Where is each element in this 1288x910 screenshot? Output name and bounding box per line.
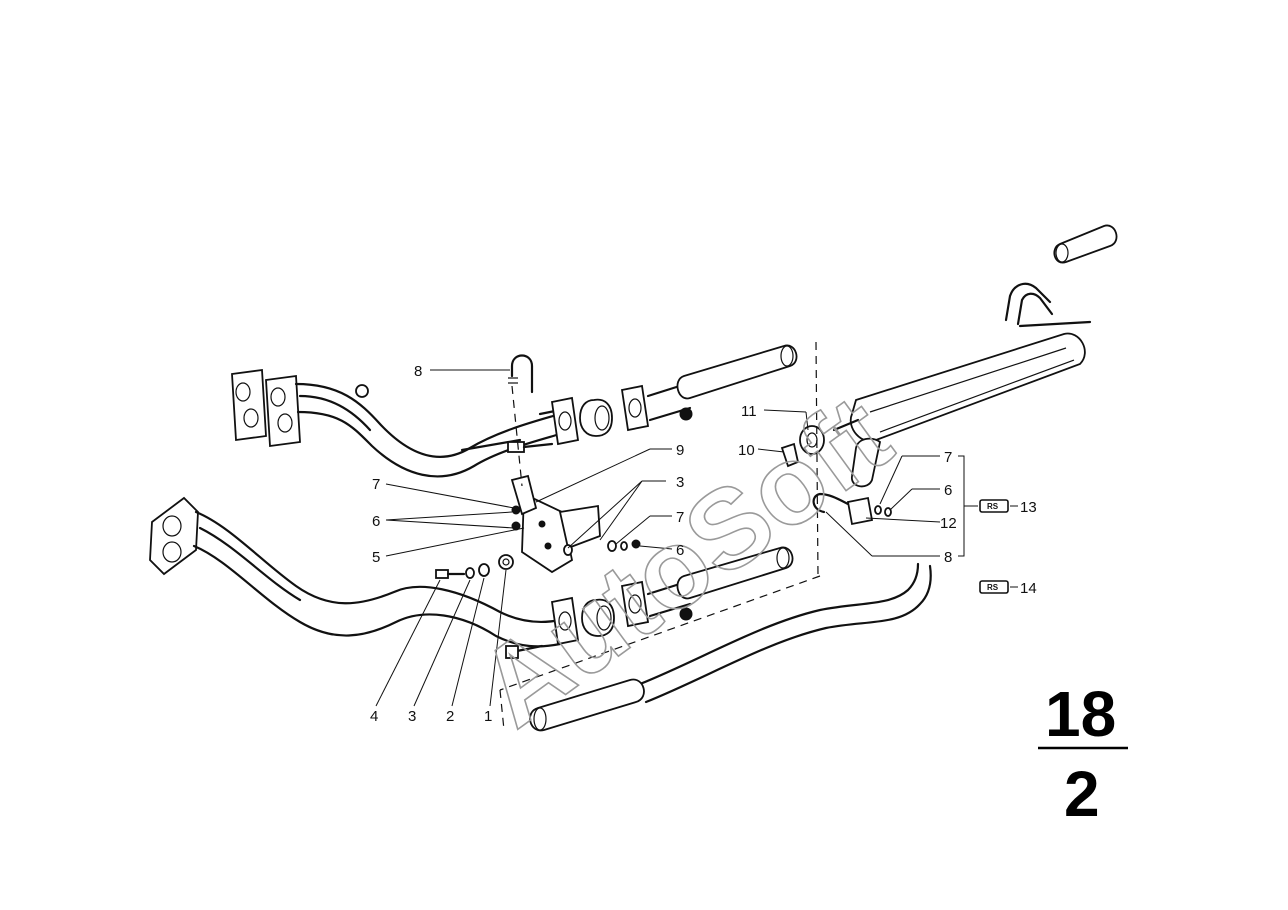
callout-4: 4 <box>370 708 378 725</box>
callout-2: 2 <box>446 708 454 725</box>
rs-badge-14-text: RS <box>987 583 999 592</box>
callout-labels: 8 11 10 9 3 7 6 5 7 6 4 3 2 1 7 6 12 8 1… <box>370 363 1037 725</box>
callout-8-top: 8 <box>414 363 422 380</box>
callout-6-left: 6 <box>372 513 380 530</box>
callout-3-right: 3 <box>676 474 684 491</box>
lower-front-pipe <box>149 496 562 659</box>
callout-5: 5 <box>372 549 380 566</box>
leader-lines <box>375 369 1018 707</box>
callout-6-mid: 6 <box>676 542 684 559</box>
watermark: AutoSoft <box>456 371 912 750</box>
lower-silencer-assembly <box>550 546 794 646</box>
rear-muffler-assembly <box>832 224 1118 488</box>
callout-7-mid: 7 <box>676 509 684 526</box>
callout-13: 13 <box>1020 499 1037 516</box>
callout-3-bottom: 3 <box>408 708 416 725</box>
callout-7-left: 7 <box>372 476 380 493</box>
upper-silencer-assembly <box>538 344 798 446</box>
u-bolt-upper <box>508 354 534 394</box>
upper-front-pipe <box>231 368 562 478</box>
callout-7-right: 7 <box>944 449 952 466</box>
callout-12: 12 <box>940 515 957 532</box>
callout-8-right: 8 <box>944 549 952 566</box>
rubber-mounts <box>780 425 825 468</box>
rs-badge-13-text: RS <box>987 502 999 511</box>
page-group-number: 18 <box>1045 678 1116 750</box>
page-sheet-number: 2 <box>1064 758 1100 830</box>
rear-clamp <box>812 492 892 526</box>
rear-lower-pipe <box>529 562 932 732</box>
rs-badge-13: RS <box>979 499 1009 513</box>
page-number: 18 2 <box>1038 678 1128 830</box>
callout-9: 9 <box>676 442 684 459</box>
rs-badge-14: RS <box>979 580 1009 594</box>
callout-11: 11 <box>741 403 757 420</box>
subassembly-frame <box>499 341 821 731</box>
callout-10: 10 <box>738 442 755 459</box>
mounting-bracket <box>435 474 641 579</box>
callout-6-right: 6 <box>944 482 952 499</box>
callout-14: 14 <box>1020 580 1037 597</box>
callout-1: 1 <box>484 708 492 725</box>
